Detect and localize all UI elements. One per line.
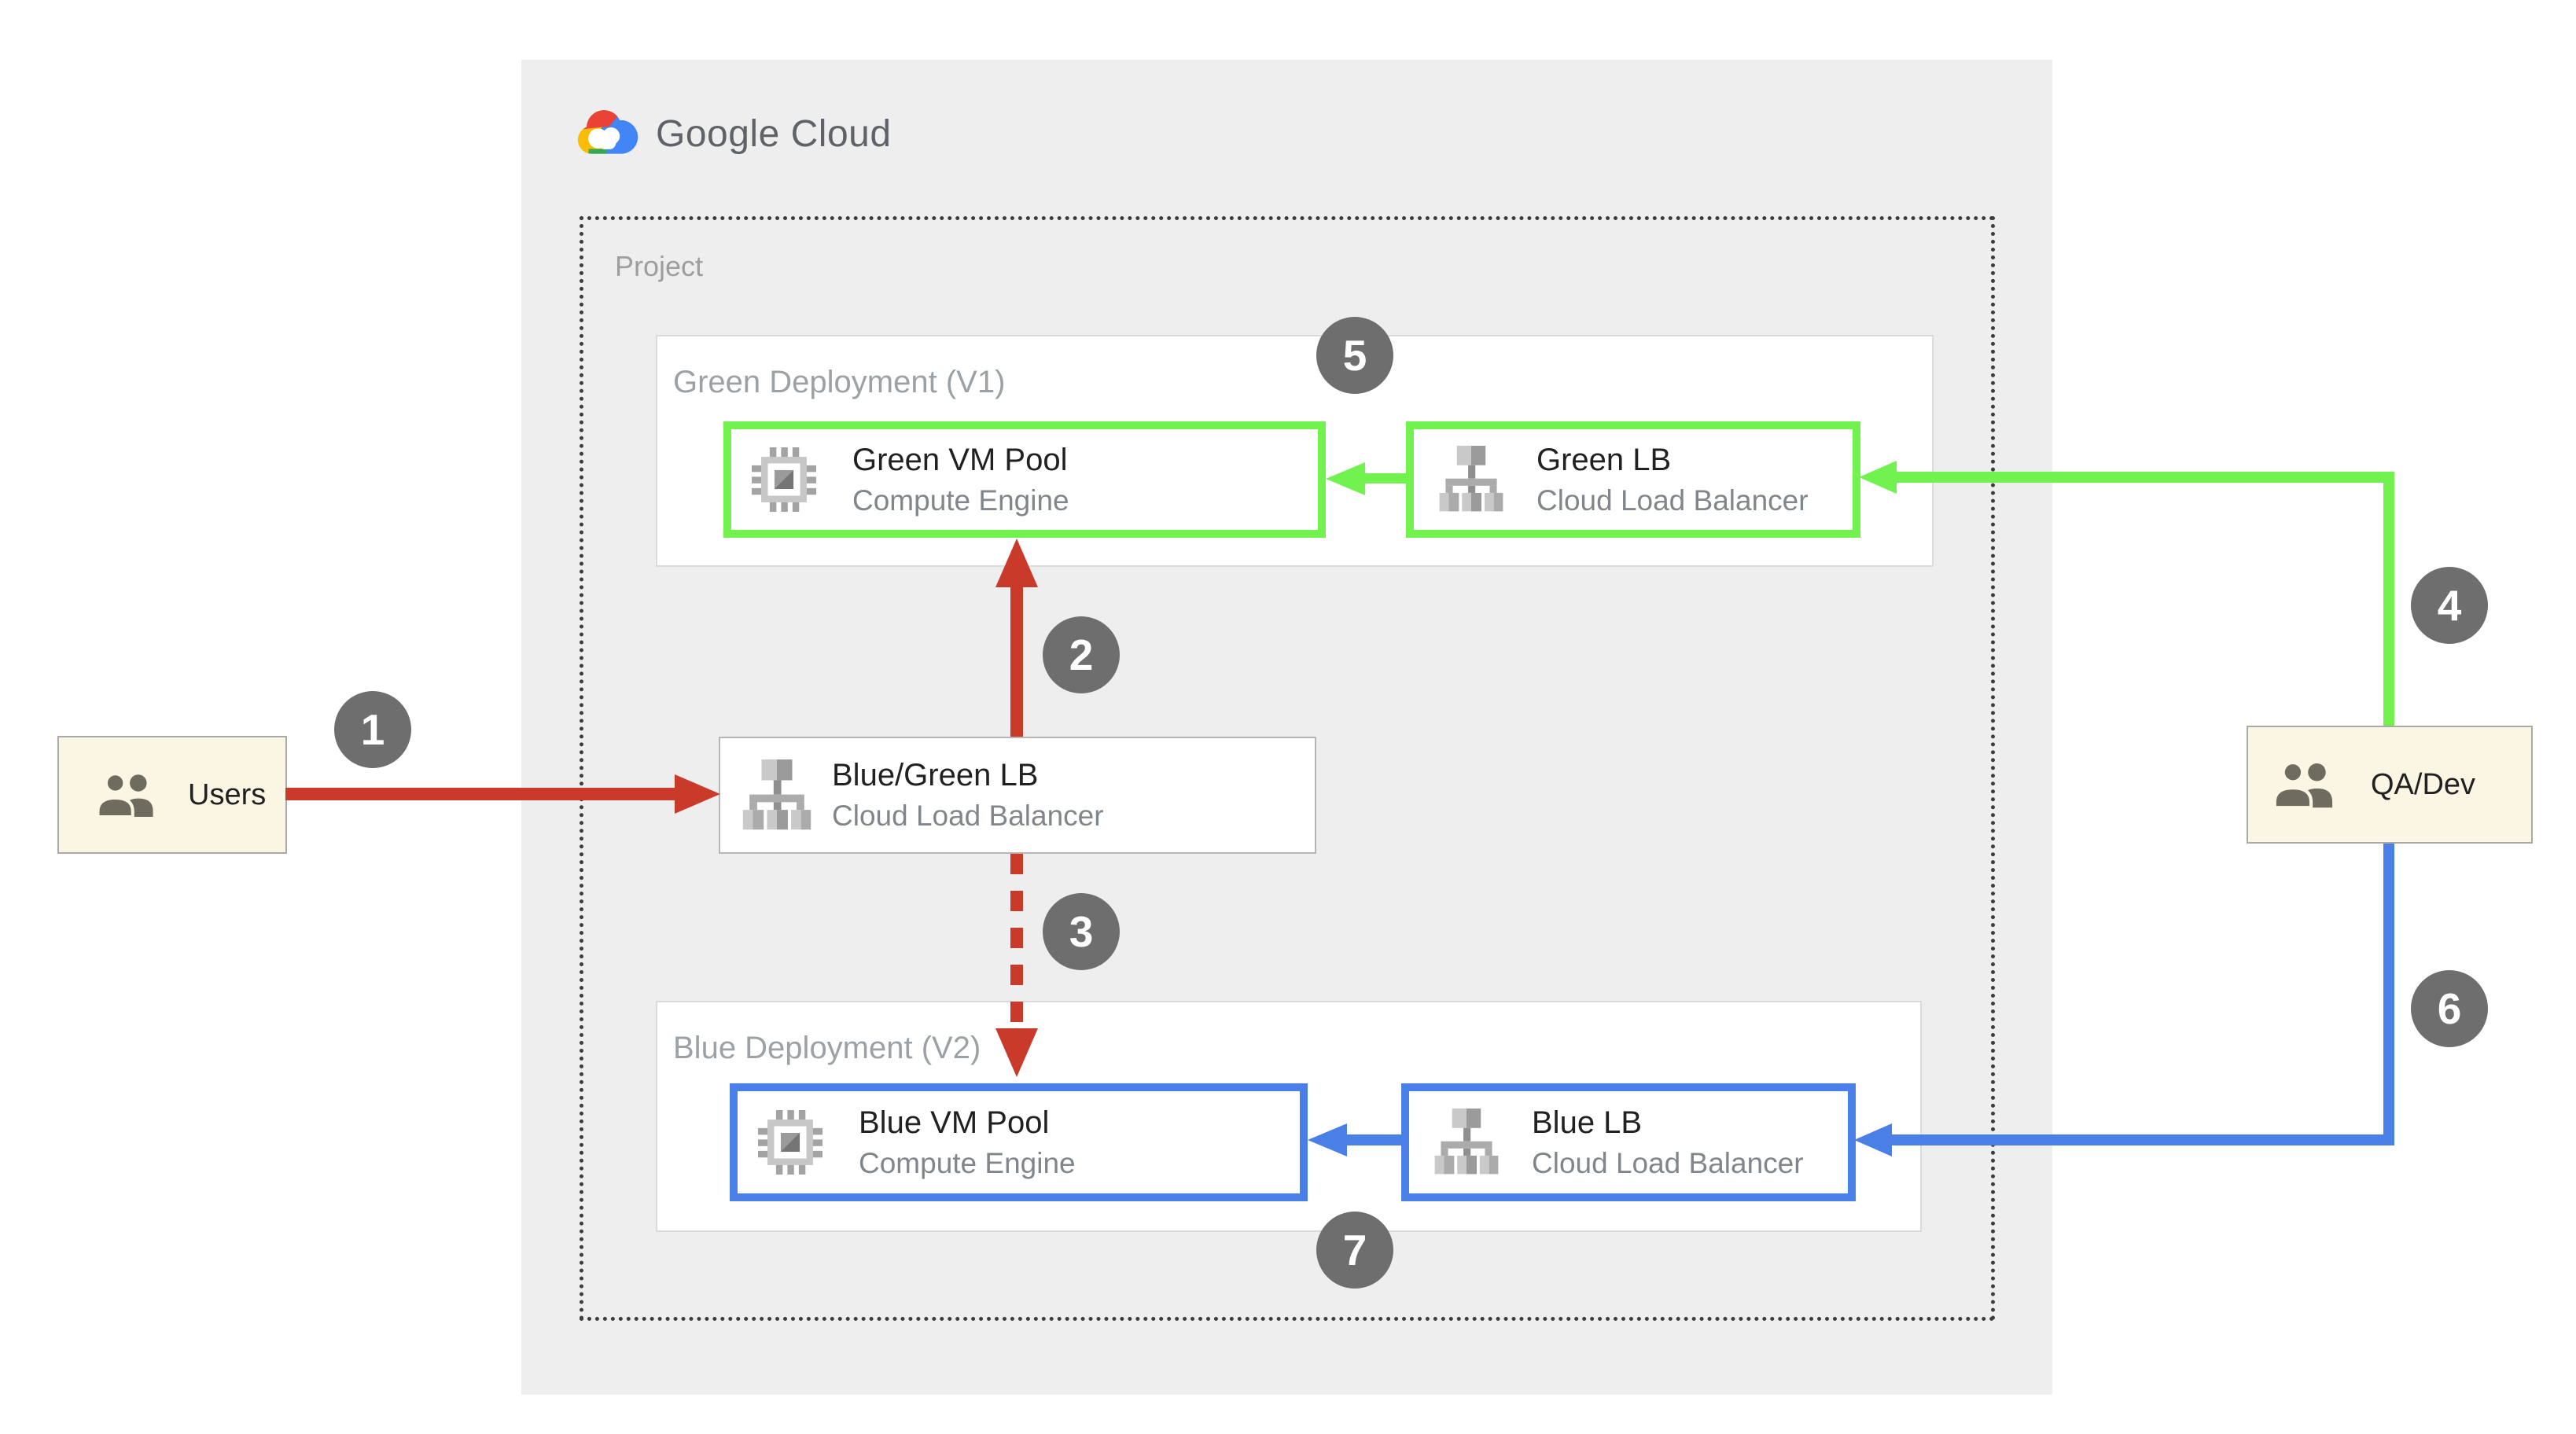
green-vm-pool-title: Green VM Pool — [852, 442, 1068, 477]
green-vm-pool-node: Green VM Pool Compute Engine — [723, 421, 1326, 538]
arrow-qadev-to-blue-lb-head — [1854, 1123, 1892, 1156]
blue-vm-pool-title: Blue VM Pool — [859, 1105, 1050, 1140]
compute-engine-icon — [752, 447, 816, 512]
arrow-qadev-to-green-lb-head — [1859, 461, 1897, 494]
step-badge-2: 2 — [1043, 616, 1120, 693]
users-label: Users — [188, 778, 267, 811]
blue-lb-node: Blue LB Cloud Load Balancer — [1401, 1083, 1856, 1201]
blue-lb-subtitle: Cloud Load Balancer — [1532, 1146, 1804, 1179]
google-cloud-logo-icon — [577, 110, 638, 154]
green-lb-node: Green LB Cloud Load Balancer — [1406, 421, 1860, 538]
compute-engine-icon — [758, 1110, 822, 1175]
users-icon — [2272, 760, 2333, 809]
google-cloud-logo: Google Cloud — [572, 107, 892, 160]
green-vm-pool-subtitle: Compute Engine — [852, 484, 1069, 517]
blue-lb-title: Blue LB — [1532, 1105, 1643, 1140]
step-badge-6: 6 — [2411, 970, 2488, 1047]
arrow-lb-to-blue-vm-head — [995, 1028, 1038, 1077]
green-deployment-label: Green Deployment (V1) — [673, 365, 1006, 399]
blue-green-lb-title: Blue/Green LB — [832, 758, 1039, 793]
arrow-green-lb-to-vm-head — [1326, 462, 1365, 495]
arrow-lb-to-green-vm-head — [995, 539, 1038, 587]
blue-vm-pool-subtitle: Compute Engine — [859, 1146, 1076, 1179]
users-icon — [96, 772, 153, 818]
load-balancer-icon — [1434, 1109, 1499, 1175]
users-actor-box: Users — [57, 736, 287, 854]
blue-vm-pool-node: Blue VM Pool Compute Engine — [730, 1083, 1308, 1201]
arrow-lb-to-green-vm-line — [1010, 586, 1023, 737]
arrow-qadev-to-blue-lb-vertical — [2383, 844, 2394, 1145]
logo-text: Google Cloud — [656, 112, 892, 155]
qa-dev-actor-box: QA/Dev — [2247, 726, 2533, 844]
arrow-users-to-lb-head — [675, 774, 720, 814]
qa-dev-label: QA/Dev — [2371, 767, 2476, 801]
load-balancer-icon — [742, 759, 811, 829]
step-badge-4: 4 — [2411, 567, 2488, 644]
blue-green-lb-node: Blue/Green LB Cloud Load Balancer — [719, 737, 1316, 854]
load-balancer-icon — [1439, 446, 1503, 512]
arrow-qadev-to-blue-lb-horizontal — [1892, 1134, 2394, 1145]
arrow-blue-lb-to-vm-head — [1308, 1123, 1347, 1156]
green-lb-title: Green LB — [1536, 442, 1672, 477]
step-badge-3: 3 — [1043, 893, 1120, 970]
project-label: Project — [615, 250, 704, 282]
arrow-users-to-lb-line — [285, 788, 675, 800]
project-boundary: Project — [580, 216, 1995, 1321]
blue-deployment-label: Blue Deployment (V2) — [673, 1031, 981, 1065]
green-lb-subtitle: Cloud Load Balancer — [1536, 484, 1809, 517]
blue-green-lb-subtitle: Cloud Load Balancer — [832, 800, 1104, 833]
arrow-qadev-to-green-lb-vertical — [2383, 477, 2394, 726]
arrow-qadev-to-green-lb-horizontal — [1897, 472, 2394, 483]
step-badge-1: 1 — [334, 691, 411, 768]
arrow-lb-to-blue-vm-dashed-line — [1010, 854, 1023, 1031]
arrow-green-lb-to-vm-line — [1365, 473, 1406, 484]
arrow-blue-lb-to-vm-line — [1347, 1134, 1401, 1145]
step-badge-5: 5 — [1316, 317, 1393, 394]
step-badge-7: 7 — [1316, 1212, 1393, 1289]
